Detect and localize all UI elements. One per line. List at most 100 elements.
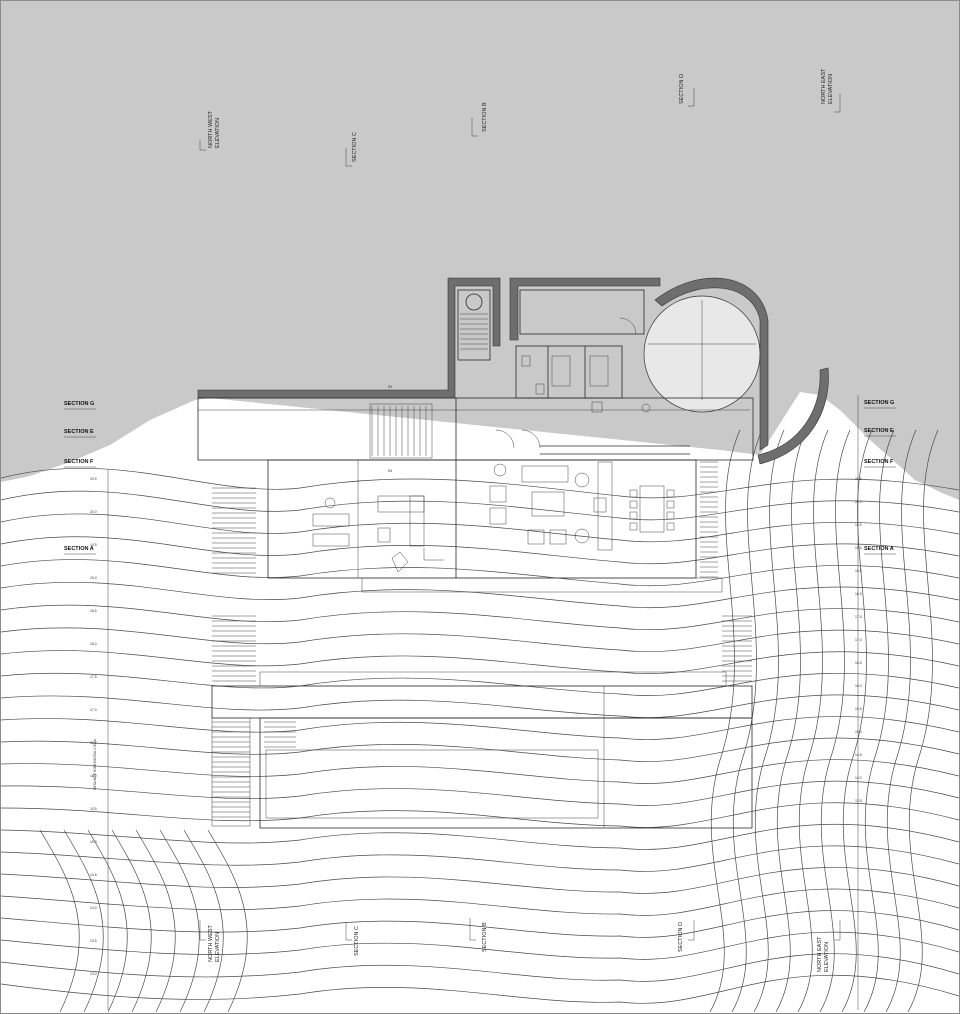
armchair-l2: [489, 507, 507, 525]
pool-top-rail: [259, 671, 727, 687]
pool-outline: [259, 717, 753, 829]
ne-elevation-top-1: NORTH EAST: [821, 68, 827, 104]
dining-chair: [629, 511, 638, 520]
bed-top: [312, 513, 350, 527]
door-swing-a: [495, 429, 515, 449]
contour-line: [775, 429, 807, 1013]
contour-value-left: 15.0: [90, 840, 97, 844]
contour-value-right: 13.5: [855, 799, 862, 803]
contour-line: [0, 974, 960, 1004]
contour-value-left: 18.5: [90, 609, 97, 613]
round-chair-1: [493, 463, 507, 477]
contour-line: [0, 581, 960, 609]
section-b-top: SECTION B: [482, 102, 488, 132]
nw-marker-tick-bottom: [199, 920, 206, 941]
sink: [641, 403, 651, 413]
contour-line: [0, 759, 960, 784]
arc-wall-right: [757, 367, 829, 465]
ne-marker-tick-top: [834, 94, 841, 113]
contour-value-right: 18.5: [855, 569, 862, 573]
section-labels-left: SECTION G SECTION E SECTION F SECTION A: [64, 401, 96, 555]
contour-line: [0, 536, 960, 565]
dining-chair: [666, 489, 675, 498]
contour-line: [0, 716, 960, 740]
stair-treads-top: [460, 313, 488, 350]
section-f-right: SECTION F: [864, 459, 894, 465]
contour-value-right: 20.5: [855, 477, 862, 481]
elevation-markers-top: NORTH WEST ELEVATION SECTION C SECTION B…: [199, 68, 841, 167]
contour-value-left: 20.0: [90, 510, 97, 514]
ne-elevation-top-2: ELEVATION: [828, 74, 834, 104]
contour-line: [63, 829, 104, 1013]
contour-line: [819, 429, 851, 1013]
section-labels-right: SECTION G SECTION E SECTION F SECTION A: [864, 400, 896, 555]
contour-line: [709, 429, 741, 1013]
toilet-2: [535, 383, 545, 395]
ne-marker-tick-bottom: [834, 920, 841, 941]
section-a-right: SECTION A: [864, 546, 894, 552]
section-b-tick-top: [471, 118, 478, 137]
section-d-tick-top: [688, 88, 695, 107]
contour-line: [183, 829, 224, 1013]
side-steps-left: [212, 487, 256, 682]
contour-value-left: 16.5: [90, 741, 97, 745]
stair-well-circle: [465, 293, 483, 311]
contour-value-left: 19.5: [90, 543, 97, 547]
contour-line: [0, 694, 960, 718]
ne-elevation-bottom-1: NORTH EAST: [817, 936, 823, 972]
section-e-left: SECTION E: [64, 429, 94, 435]
contour-line: [0, 737, 960, 762]
nw-elevation-bottom-1: NORTH WEST: [208, 924, 214, 962]
section-a-left: SECTION A: [64, 546, 94, 552]
dining-chair: [629, 522, 638, 531]
dining-chair: [666, 522, 675, 531]
side-steps-right: [700, 461, 752, 682]
lamp: [324, 497, 336, 509]
contour-value-right: 19.0: [855, 546, 862, 550]
house-plan: [197, 277, 829, 829]
contour-line: [731, 429, 763, 1013]
stair-treads-mid: [371, 406, 427, 456]
bathtub-2: [589, 355, 609, 387]
toilet: [521, 355, 531, 367]
section-d-tick-bottom: [688, 920, 695, 941]
armchair-b1: [527, 529, 545, 545]
door-swing-bath: [619, 317, 637, 335]
contour-line: [0, 467, 960, 499]
contour-line: [0, 559, 960, 587]
cistern: [519, 289, 645, 335]
contour-line: [111, 829, 152, 1013]
bed-bottom: [312, 533, 350, 547]
dining-chairs: [629, 489, 675, 531]
contour-value-right: 16.5: [855, 661, 862, 665]
contour-value-right: 18.0: [855, 592, 862, 596]
upper-wall-middle: [509, 277, 661, 341]
contour-labels-left: 20.520.019.519.018.518.017.517.016.516.0…: [90, 477, 97, 976]
room-marker-e6: E6: [388, 469, 392, 473]
dining-chair: [666, 511, 675, 520]
contour-value-left: 14.5: [90, 873, 97, 877]
contour-line: [207, 829, 248, 1013]
pool-inner: [265, 749, 599, 819]
coffee-table: [531, 491, 565, 517]
dining-chair: [666, 500, 675, 509]
contour-labels-right: 20.520.019.519.018.518.017.517.016.516.0…: [855, 477, 862, 803]
contour-value-left: 18.0: [90, 642, 97, 646]
contour-value-left: 19.0: [90, 576, 97, 580]
dining-chair: [629, 500, 638, 509]
contour-line: [0, 845, 960, 872]
nw-elevation-top-2: ELEVATION: [215, 118, 221, 148]
contour-value-right: 15.5: [855, 707, 862, 711]
pool-steps: [212, 721, 296, 818]
section-f-left: SECTION F: [64, 459, 94, 465]
section-b-tick-bottom: [469, 918, 476, 941]
curved-wall: [654, 277, 769, 451]
nw-marker-tick-top: [199, 140, 206, 151]
sofa: [521, 465, 569, 483]
arrow-marker: [423, 548, 444, 561]
fireplace: [593, 497, 607, 513]
contour-value-left: 14.0: [90, 906, 97, 910]
contour-line: [753, 429, 785, 1013]
contour-line: [0, 867, 960, 894]
